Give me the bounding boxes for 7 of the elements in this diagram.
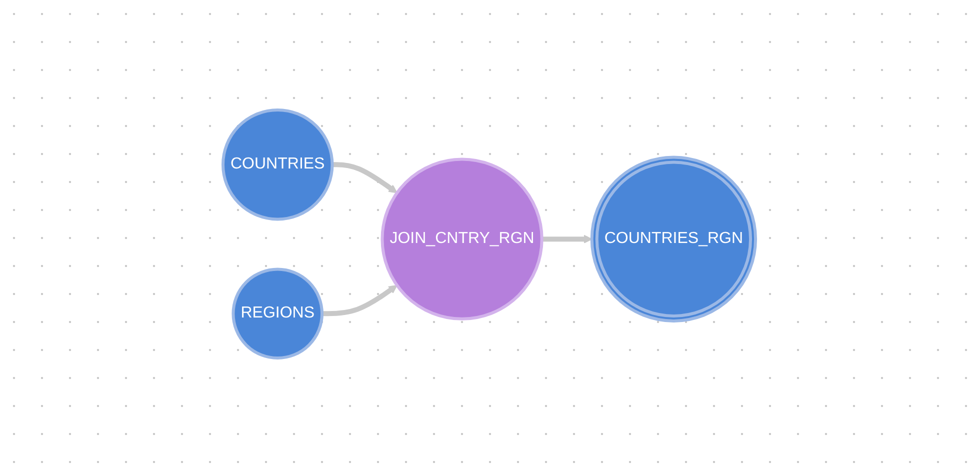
node-circle: REGIONS [231, 268, 324, 360]
node-circle: COUNTRIES_RGN [590, 156, 757, 322]
arrow [332, 162, 398, 194]
arrow [322, 284, 398, 316]
node-circle: JOIN_CNTRY_RGN [380, 158, 544, 320]
node-circle: COUNTRIES [221, 108, 334, 221]
arrow [542, 234, 592, 244]
